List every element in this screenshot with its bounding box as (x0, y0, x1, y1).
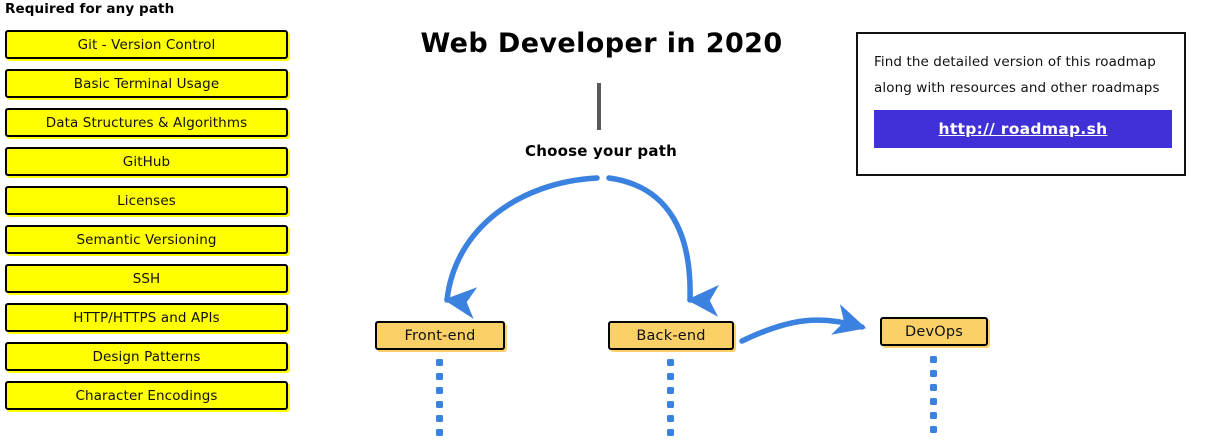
dot-trail-devops (930, 356, 937, 440)
trail-dot (930, 398, 937, 405)
trail-dot (930, 356, 937, 363)
required-topic-item[interactable]: Licenses (5, 186, 288, 215)
arrow-to-backend (606, 175, 720, 317)
required-topic-item[interactable]: Design Patterns (5, 342, 288, 371)
required-topics-list: Git - Version Control Basic Terminal Usa… (5, 30, 288, 420)
required-topic-item[interactable]: Basic Terminal Usage (5, 69, 288, 98)
required-section-heading: Required for any path (5, 1, 175, 17)
trail-dot (436, 415, 443, 422)
required-topic-item[interactable]: Semantic Versioning (5, 225, 288, 254)
required-topic-label: HTTP/HTTPS and APIs (73, 309, 220, 326)
required-topic-label: Semantic Versioning (76, 231, 217, 248)
trail-dot (436, 401, 443, 408)
required-topic-label: Basic Terminal Usage (73, 75, 220, 92)
required-topic-item[interactable]: Git - Version Control (5, 30, 288, 59)
trail-dot (667, 429, 674, 436)
trail-dot (930, 370, 937, 377)
required-topic-label: GitHub (122, 153, 171, 170)
trail-dot (667, 359, 674, 366)
required-topic-label: SSH (132, 270, 161, 287)
trail-dot (667, 387, 674, 394)
required-topic-label: Character Encodings (75, 387, 218, 404)
required-topic-label: Licenses (117, 192, 176, 209)
trail-dot (667, 401, 674, 408)
dot-trail-back-end (667, 359, 674, 443)
required-topic-item[interactable]: GitHub (5, 147, 288, 176)
path-box-devops[interactable]: DevOps (880, 317, 988, 346)
arrow-backend-to-devops (739, 304, 867, 344)
page-title: Web Developer in 2020 (0, 28, 1207, 59)
required-topic-item[interactable]: Character Encodings (5, 381, 288, 410)
arrow-to-frontend (443, 175, 600, 320)
choose-your-path-label: Choose your path (525, 142, 677, 160)
dot-trail-front-end (436, 359, 443, 443)
trail-dot (930, 426, 937, 433)
required-for-any-path-section: Required for any path Git - Version Cont… (0, 0, 300, 436)
trail-dot (930, 412, 937, 419)
roadmap-url-label: http:// roadmap.sh (938, 120, 1108, 138)
roadmap-url-button[interactable]: http:// roadmap.sh (874, 110, 1172, 148)
path-box-label: DevOps (904, 323, 964, 340)
page-title-text: Web Developer in 2020 (420, 28, 783, 59)
required-topic-label: Git - Version Control (77, 36, 216, 53)
required-topic-label: Design Patterns (92, 348, 201, 365)
info-box-line-1: Find the detailed version of this roadma… (874, 54, 1156, 70)
path-box-label: Back-end (636, 327, 706, 344)
required-topic-label: Data Structures & Algorithms (45, 114, 248, 131)
path-box-back-end[interactable]: Back-end (608, 321, 734, 350)
root-stem-line (597, 83, 601, 130)
required-topic-item[interactable]: Data Structures & Algorithms (5, 108, 288, 137)
required-topic-item[interactable]: SSH (5, 264, 288, 293)
trail-dot (436, 387, 443, 394)
path-box-label: Front-end (404, 327, 476, 344)
trail-dot (436, 359, 443, 366)
required-topic-item[interactable]: HTTP/HTTPS and APIs (5, 303, 288, 332)
trail-dot (930, 384, 937, 391)
trail-dot (667, 373, 674, 380)
trail-dot (436, 373, 443, 380)
path-box-front-end[interactable]: Front-end (375, 321, 505, 350)
trail-dot (667, 415, 674, 422)
roadmap-info-box: Find the detailed version of this roadma… (856, 32, 1186, 176)
trail-dot (436, 429, 443, 436)
info-box-line-2: along with resources and other roadmaps (874, 80, 1160, 96)
